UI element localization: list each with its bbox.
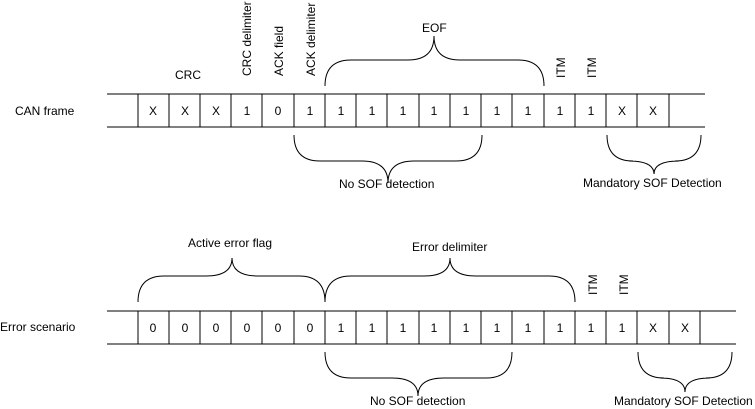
label-eof: EOF [422,21,447,35]
frame2-cell-separators [137,311,701,344]
label-crc-delimiter: CRC delimiter [240,1,254,76]
frame2-bit: 0 [182,321,189,335]
label-itm: ITM [617,274,631,295]
label-mandatory-sof-detection: Mandatory SOF Detection [614,394,753,408]
eof-brace [324,35,545,87]
label-itm: ITM [586,274,600,295]
frame1-bit: 1 [557,104,564,118]
frame1-cell-separators [137,94,670,127]
frame2-bit: 1 [369,321,376,335]
frame2-bit: 0 [307,321,314,335]
label-ack-delimiter: ACK delimiter [304,3,318,76]
no-sof-brace [324,351,513,397]
frame1-bit: X [618,104,626,118]
frame2-bit: 0 [150,321,157,335]
frame2-bit: 1 [525,321,532,335]
frame2-bit: 1 [431,321,438,335]
frame1-bit: 1 [525,104,532,118]
active-error-flag-brace [137,257,326,303]
mandatory-sof-brace [606,134,702,175]
label-ack-field: ACK field [272,26,286,76]
frame1-bit: 0 [275,104,282,118]
frame2-bit: 1 [557,321,564,335]
frame1-bit: X [649,104,657,118]
frame1-bit: 1 [494,104,501,118]
no-sof-brace [293,134,483,184]
label-no-sof-detection: No SOF detection [370,394,465,408]
frame2-bit: 0 [275,321,282,335]
frame1-bit: X [149,104,157,118]
frame2-bit: 0 [213,321,220,335]
frame2-bit: 1 [463,321,470,335]
row-label-can-frame: CAN frame [15,104,75,118]
frame2-bit: X [681,321,689,335]
frame2-bit: 0 [244,321,251,335]
frame1-bit: 1 [400,104,407,118]
frame1-bits: X X X 1 0 1 1 1 1 1 1 1 1 1 1 X X [149,104,657,118]
frame2-bit: 1 [494,321,501,335]
frame2-bit: 1 [588,321,595,335]
error-delimiter-brace [324,257,576,303]
label-active-error-flag: Active error flag [188,236,272,250]
frame2-bit: 1 [619,321,626,335]
frame1-bit: X [212,104,220,118]
frame2-bit: X [649,321,657,335]
label-mandatory-sof-detection: Mandatory SOF Detection [583,176,722,190]
frame1-bit: 1 [338,104,345,118]
frame2-bit: 1 [400,321,407,335]
frame2-bits: 0 0 0 0 0 0 1 1 1 1 1 1 1 1 1 1 X X [150,321,689,335]
frame1-bit: 1 [307,104,314,118]
frame1-bit: X [181,104,189,118]
row-label-error-scenario: Error scenario [0,320,76,334]
label-error-delimiter: Error delimiter [412,240,487,254]
label-no-sof-detection: No SOF detection [339,177,434,191]
frame1-bit: 1 [369,104,376,118]
label-itm: ITM [585,57,599,78]
frame1-bit: 1 [463,104,470,118]
mandatory-sof-brace [637,351,733,393]
frame2-bit: 1 [338,321,345,335]
frame1-bit: 1 [431,104,438,118]
label-itm: ITM [554,57,568,78]
frame1-bit: 1 [244,104,251,118]
frame1-bit: 1 [588,104,595,118]
label-crc: CRC [175,68,201,82]
